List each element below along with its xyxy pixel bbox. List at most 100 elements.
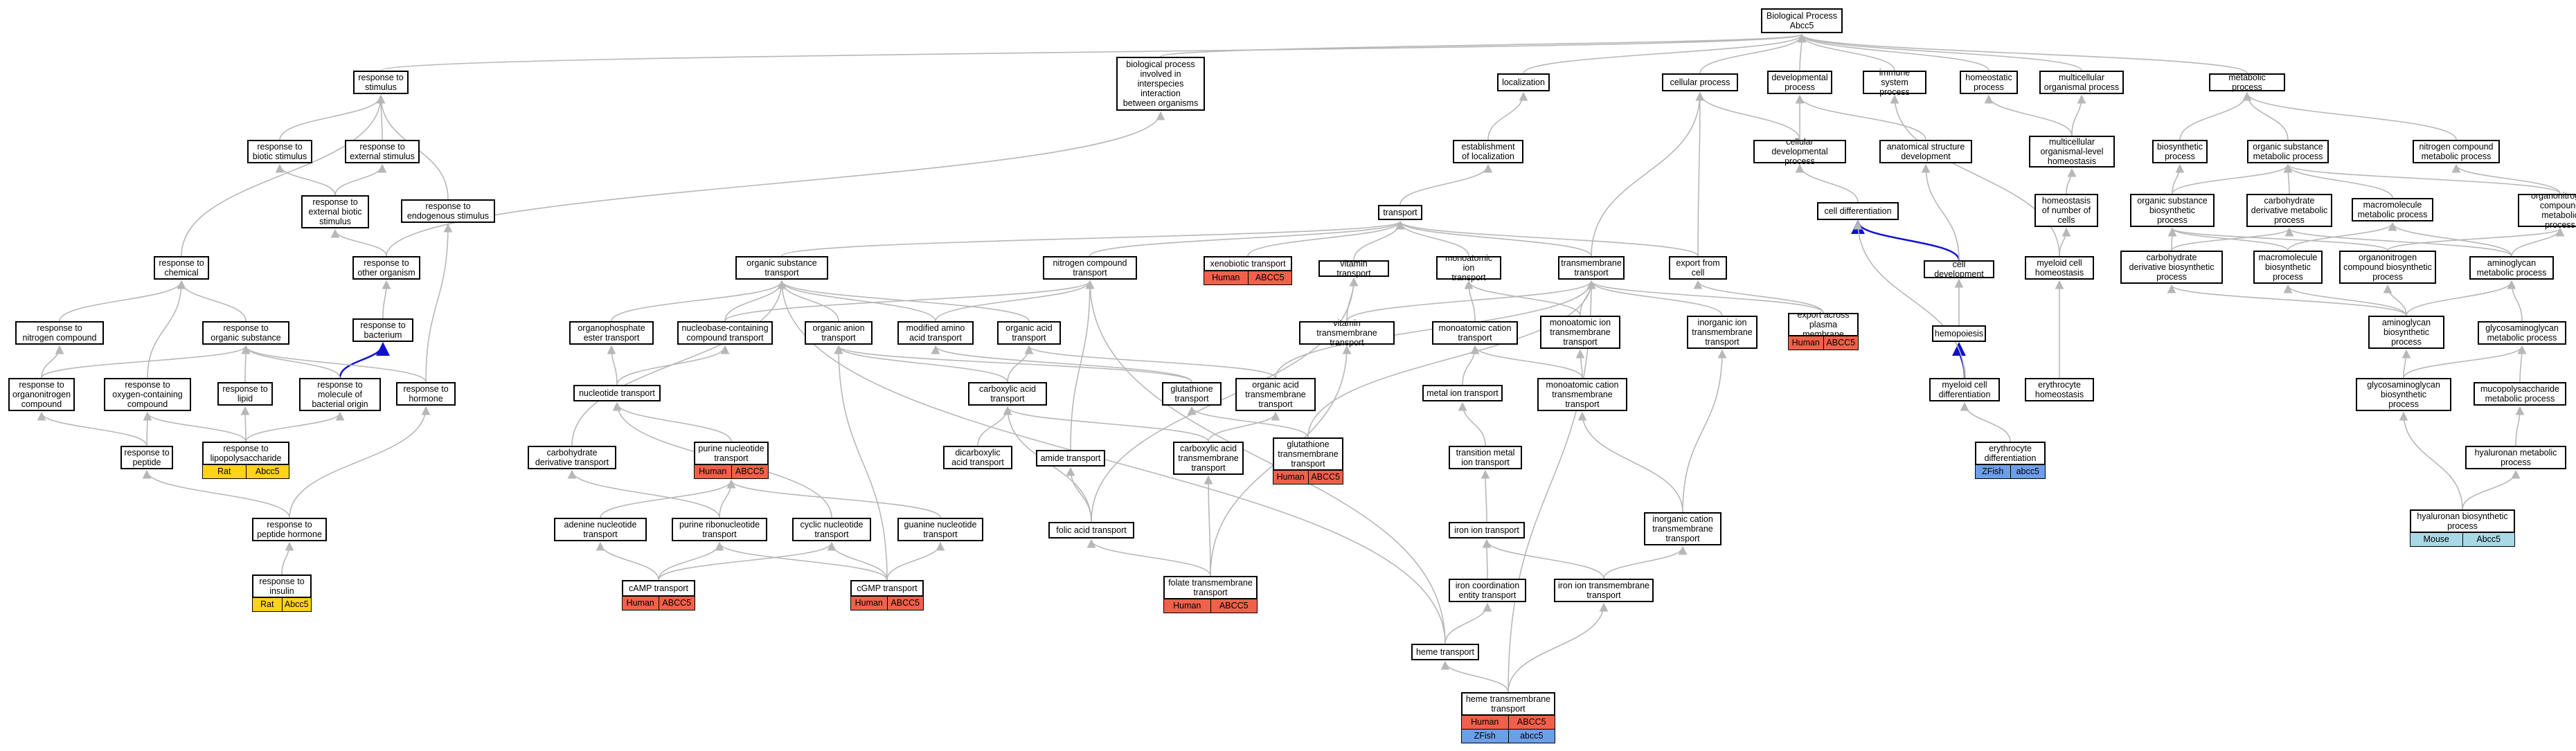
node-erythrocyte-differentiation[interactable]: erythrocyte differentiation	[1975, 442, 2046, 465]
node-macromolecule-biosynthetic-process[interactable]: macromolecule biosynthetic process	[2253, 251, 2323, 284]
node-response-to-organonitrogen-compound[interactable]: response to organonitrogen compound	[8, 378, 75, 411]
node-bp-interspecies[interactable]: biological process involved in interspec…	[1116, 57, 1205, 111]
node-adenine-nucleotide-transport[interactable]: adenine nucleotide transport	[554, 518, 647, 541]
node-localization[interactable]: localization	[1497, 73, 1550, 91]
node-iron-ion-transmembrane-transport[interactable]: iron ion transmembrane transport	[1554, 579, 1654, 602]
node-organic-substance-metabolic-process[interactable]: organic substance metabolic process	[2247, 140, 2329, 163]
node-modified-amino-acid-transport[interactable]: modified amino acid transport	[897, 321, 974, 345]
node-response-to-organic-substance[interactable]: response to organic substance	[202, 321, 289, 345]
node-nucleobase-containing-compound-transport[interactable]: nucleobase-containing compound transport	[677, 321, 773, 345]
node-response-to-insulin[interactable]: response to insulin	[252, 574, 312, 598]
node-response-to-hormone[interactable]: response to hormone	[396, 382, 456, 406]
node-folic-acid-transport[interactable]: folic acid transport	[1048, 522, 1134, 539]
node-aminoglycan-metabolic-process[interactable]: aminoglycan metabolic process	[2469, 256, 2554, 280]
node-response-to-bacterium[interactable]: response to bacterium	[352, 318, 413, 342]
node-vitamin-transport[interactable]: vitamin transport	[1318, 259, 1389, 278]
node-organic-substance-transport[interactable]: organic substance transport	[735, 256, 828, 280]
node-transmembrane-transport[interactable]: transmembrane transport	[1558, 256, 1625, 280]
node-nucleotide-transport[interactable]: nucleotide transport	[573, 385, 661, 401]
node-mucopolysaccharide-metabolic-process[interactable]: mucopolysaccharide metabolic process	[2474, 382, 2566, 406]
node-cell-differentiation[interactable]: cell differentiation	[1817, 202, 1899, 220]
node-hyaluronan-metabolic-process[interactable]: hyaluronan metabolic process	[2465, 446, 2566, 469]
node-folate-transmembrane-transport[interactable]: folate transmembrane transport	[1163, 576, 1258, 599]
node-homeostatic-process[interactable]: homeostatic process	[1960, 71, 2018, 94]
node-organophosphate-ester-transport[interactable]: organophosphate ester transport	[569, 321, 654, 345]
node-transition-metal-ion-transport[interactable]: transition metal ion transport	[1449, 446, 1522, 469]
node-glycosaminoglycan-metabolic-process[interactable]: glycosaminoglycan metabolic process	[2478, 321, 2566, 345]
node-carboxylic-acid-transmembrane-transport[interactable]: carboxylic acid transmembrane transport	[1173, 442, 1244, 475]
node-amide-transport[interactable]: amide transport	[1036, 450, 1105, 467]
node-vitamin-transmembrane-transport[interactable]: vitamin transmembrane transport	[1299, 318, 1395, 347]
node-export-across-plasma-membrane[interactable]: export across plasma membrane	[1788, 310, 1859, 339]
node-organic-acid-transmembrane-transport[interactable]: organic acid transmembrane transport	[1235, 378, 1316, 411]
node-multicellular-organismal-process[interactable]: multicellular organismal process	[2039, 71, 2124, 94]
node-macromolecule-metabolic-process[interactable]: macromolecule metabolic process	[2352, 198, 2433, 221]
node-monoatomic-ion-transmembrane-transport[interactable]: monoatomic ion transmembrane transport	[1540, 316, 1620, 349]
node-response-to-nitrogen-compound[interactable]: response to nitrogen compound	[15, 321, 104, 345]
node-iron-ion-transport[interactable]: iron ion transport	[1449, 522, 1525, 539]
node-hemopoiesis[interactable]: hemopoiesis	[1932, 325, 1986, 342]
node-xenobiotic-transport[interactable]: xenobiotic transport	[1204, 256, 1292, 271]
node-inorganic-ion-transmembrane-transport[interactable]: inorganic ion transmembrane transport	[1687, 316, 1757, 349]
node-response-to-oxygen-containing-compound[interactable]: response to oxygen-containing compound	[104, 378, 191, 411]
node-response-to-molecule-of-bacterial-origin[interactable]: response to molecule of bacterial origin	[299, 378, 381, 411]
node-immune-system-process[interactable]: immune system process	[1863, 68, 1926, 97]
node-nitrogen-compound-transport[interactable]: nitrogen compound transport	[1043, 256, 1137, 280]
node-carbohydrate-derivative-transport[interactable]: carbohydrate derivative transport	[528, 446, 616, 469]
node-cyclic-nucleotide-transport[interactable]: cyclic nucleotide transport	[792, 518, 871, 541]
node-glutathione-transmembrane-transport[interactable]: glutathione transmembrane transport	[1273, 437, 1343, 471]
node-carbohydrate-derivative-metabolic-process[interactable]: carbohydrate derivative metabolic proces…	[2246, 194, 2332, 227]
node-monoatomic-cation-transport[interactable]: monoatomic cation transport	[1432, 321, 1518, 345]
node-cgmp-transport[interactable]: cGMP transport	[850, 580, 924, 597]
node-multicellular-organismal-level-homeostasis[interactable]: multicellular organismal-level homeostas…	[2029, 136, 2115, 168]
node-purine-nucleotide-transport[interactable]: purine nucleotide transport	[694, 442, 769, 465]
node-glutathione-transport[interactable]: glutathione transport	[1162, 382, 1222, 406]
node-myeloid-cell-differentiation[interactable]: myeloid cell differentiation	[1929, 378, 2000, 401]
node-metal-ion-transport[interactable]: metal ion transport	[1422, 385, 1503, 401]
node-heme-transmembrane-transport[interactable]: heme transmembrane transport	[1461, 692, 1555, 716]
node-organonitrogen-compound-biosynthetic-process[interactable]: organonitrogen compound biosynthetic pro…	[2339, 251, 2436, 284]
node-root[interactable]: Biological Process Abcc5	[1761, 8, 1843, 33]
node-organic-substance-biosynthetic-process[interactable]: organic substance biosynthetic process	[2130, 194, 2215, 227]
node-response-to-biotic-stimulus[interactable]: response to biotic stimulus	[247, 140, 312, 163]
node-response-to-stimulus[interactable]: response to stimulus	[353, 71, 409, 94]
node-heme-transport[interactable]: heme transport	[1411, 644, 1479, 660]
node-metabolic-process[interactable]: metabolic process	[2209, 73, 2285, 92]
node-response-to-external-biotic-stimulus[interactable]: response to external biotic stimulus	[301, 195, 369, 228]
node-carbohydrate-derivative-biosynthetic-process[interactable]: carbohydrate derivative biosynthetic pro…	[2120, 251, 2223, 284]
node-organic-acid-transport[interactable]: organic acid transport	[997, 321, 1061, 345]
node-cellular-process[interactable]: cellular process	[1662, 73, 1738, 91]
node-camp-transport[interactable]: cAMP transport	[622, 580, 695, 597]
node-erythrocyte-homeostasis[interactable]: erythrocyte homeostasis	[2025, 378, 2094, 401]
node-organic-anion-transport[interactable]: organic anion transport	[805, 321, 873, 345]
node-response-to-external-stimulus[interactable]: response to external stimulus	[345, 140, 420, 163]
node-anatomical-structure-development[interactable]: anatomical structure development	[1879, 140, 1972, 163]
node-response-to-endogenous-stimulus[interactable]: response to endogenous stimulus	[401, 199, 495, 223]
node-iron-coordination-entity-transport[interactable]: iron coordination entity transport	[1449, 579, 1526, 602]
node-aminoglycan-biosynthetic-process[interactable]: aminoglycan biosynthetic process	[2368, 316, 2444, 349]
node-glycosaminoglycan-biosynthetic-process[interactable]: glycosaminoglycan biosynthetic process	[2356, 378, 2451, 411]
node-organonitrogen-compound-metabolic-process[interactable]: organonitrogen compound metabolic proces…	[2518, 191, 2576, 230]
node-biosynthetic-process[interactable]: biosynthetic process	[2152, 140, 2208, 163]
node-carboxylic-acid-transport[interactable]: carboxylic acid transport	[968, 382, 1047, 406]
node-response-to-other-organism[interactable]: response to other organism	[352, 256, 420, 280]
node-purine-ribonucleotide-transport[interactable]: purine ribonucleotide transport	[672, 518, 767, 541]
node-establishment-of-localization[interactable]: establishment of localization	[1453, 140, 1523, 163]
node-response-to-peptide[interactable]: response to peptide	[120, 446, 173, 469]
node-export-from-cell[interactable]: export from cell	[1669, 256, 1727, 280]
node-developmental-process[interactable]: developmental process	[1767, 71, 1832, 94]
node-cellular-developmental-process[interactable]: cellular developmental process	[1753, 137, 1846, 166]
node-response-to-chemical[interactable]: response to chemical	[154, 256, 209, 280]
node-transport[interactable]: transport	[1378, 205, 1422, 220]
node-myeloid-cell-homeostasis[interactable]: myeloid cell homeostasis	[2025, 256, 2094, 280]
node-cell-development[interactable]: cell development	[1924, 260, 1994, 279]
node-inorganic-cation-transmembrane-transport[interactable]: inorganic cation transmembrane transport	[1644, 512, 1721, 545]
node-homeostasis-of-number-of-cells[interactable]: homeostasis of number of cells	[2034, 194, 2098, 227]
node-hyaluronan-biosynthetic-process[interactable]: hyaluronan biosynthetic process	[2410, 509, 2515, 533]
node-nitrogen-compound-metabolic-process[interactable]: nitrogen compound metabolic process	[2413, 140, 2500, 163]
node-dicarboxylic-acid-transport[interactable]: dicarboxylic acid transport	[943, 446, 1012, 469]
node-response-to-lipopolysaccharide[interactable]: response to lipopolysaccharide	[202, 442, 289, 465]
node-response-to-lipid[interactable]: response to lipid	[217, 382, 273, 406]
node-response-to-peptide-hormone[interactable]: response to peptide hormone	[252, 518, 327, 541]
node-monoatomic-ion-transport[interactable]: monoatomic ion transport	[1436, 253, 1501, 282]
